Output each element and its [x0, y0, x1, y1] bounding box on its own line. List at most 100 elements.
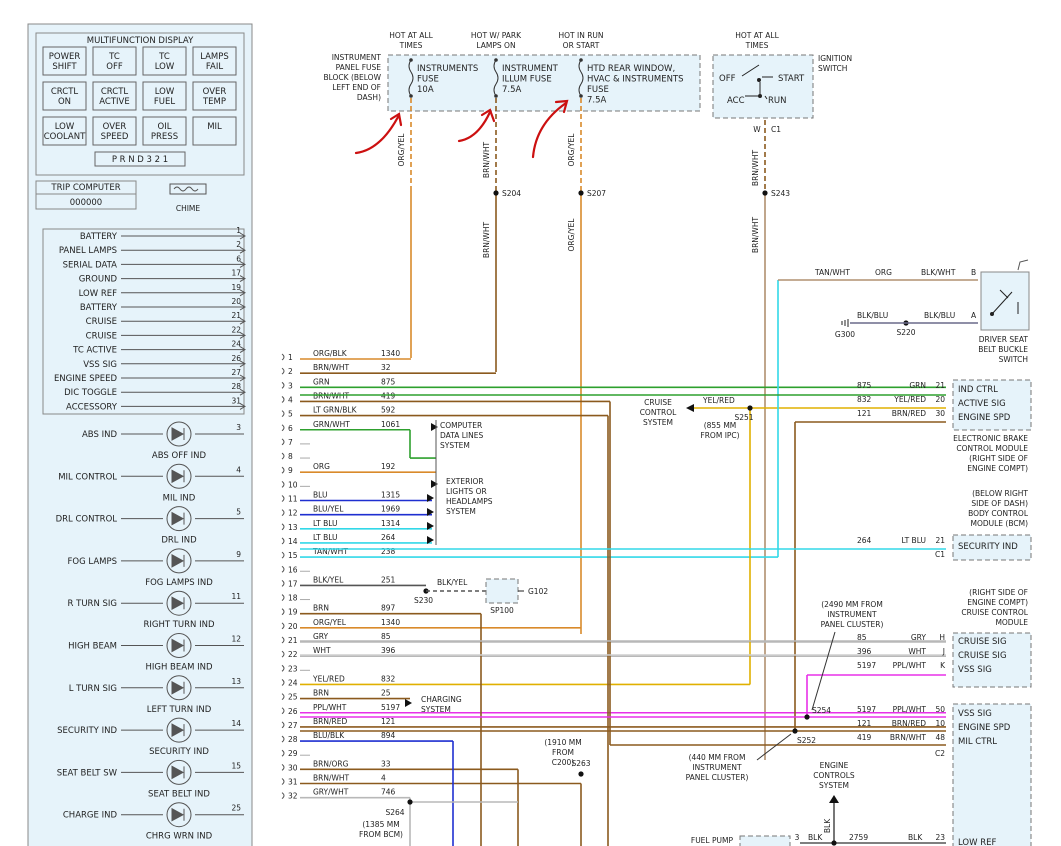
ccm-pin: J [942, 647, 945, 656]
indicator-label: ABS IND [82, 430, 117, 440]
ignition-pin: W [753, 125, 761, 134]
input-label: TC ACTIVE [72, 346, 117, 356]
input-arrow [239, 360, 246, 368]
row-color: BRN/RED [313, 717, 347, 726]
pcm-color: PPL/WHT [893, 705, 927, 714]
splice-label: S204 [502, 189, 521, 198]
connector-chevron [281, 353, 285, 361]
row-color: LT GRN/BLK [313, 406, 358, 415]
mfd-cell-text: SPEED [101, 132, 129, 142]
led-diode [171, 469, 185, 484]
system-arrow [427, 536, 434, 544]
row-pin: 21 [288, 636, 298, 645]
connector-chevron [281, 495, 285, 502]
splice-dot [831, 840, 837, 846]
ignition-label-1: SWITCH [818, 64, 847, 73]
note-s252-1: INSTRUMENT [692, 763, 742, 772]
prnd-box [94, 151, 186, 167]
row-circuit: 4 [381, 774, 386, 783]
fuse-text-2: FUSE [587, 85, 609, 95]
row-color: BRN [313, 604, 329, 613]
mfd-cell-text: FUEL [154, 97, 175, 107]
ccm-desc-2: CRUISE CONTROL [961, 608, 1028, 617]
ccm-label: CRUISE SIG [958, 651, 1007, 661]
row-color: ORG [313, 462, 330, 471]
row-color: BRN/WHT [313, 774, 350, 783]
note-s254-1: INSTRUMENT [827, 610, 877, 619]
ignition-pos-off: OFF [719, 74, 736, 84]
mfd-cell-box [142, 81, 187, 111]
row-color: GRY/WHT [313, 788, 349, 797]
fuse-block-label-line-0: INSTRUMENT [332, 53, 382, 62]
connector-chevron [281, 396, 285, 403]
connector-chevron [281, 664, 285, 672]
indicator-pin: 13 [231, 677, 241, 686]
ccm-circuit: 85 [857, 633, 867, 642]
ebcm-pin: 20 [935, 395, 945, 404]
ignition-contacts [741, 64, 773, 100]
mfd-cell-text: PRESS [151, 132, 178, 142]
fuse-block-label-line-4: DASH) [357, 93, 381, 102]
mfd-cell-box [42, 81, 87, 111]
indicator-led-label: MIL IND [163, 493, 196, 503]
ground-wire-label: BLK/YEL [437, 578, 468, 587]
row-pin: 2 [288, 367, 293, 376]
input-pin: 31 [231, 396, 241, 405]
note-data-lines-0: COMPUTER [440, 421, 482, 430]
row-pin: 27 [288, 721, 298, 730]
engine-ctrl-1: CONTROLS [813, 771, 855, 780]
mfd-cell-box [92, 81, 137, 111]
led-diode [171, 723, 185, 737]
wire-color-label: BRN/WHT [751, 150, 760, 187]
fuse-text-0: INSTRUMENT [502, 64, 559, 74]
input-pin: 21 [231, 311, 241, 320]
connector-chevron [281, 749, 285, 757]
led-diode [171, 554, 185, 568]
bcm-desc-3: MODULE (BCM) [970, 519, 1028, 528]
fuse-text-2: 10A [417, 85, 434, 95]
row-circuit: 1315 [381, 491, 400, 500]
led-diode [171, 638, 185, 653]
red-annotation-arrows [354, 99, 569, 159]
pcm-box [952, 703, 1032, 846]
row-color: BLU [313, 491, 327, 500]
row-circuit: 592 [381, 406, 396, 415]
indicator-pin: 9 [236, 550, 241, 559]
input-label: LOW REF [79, 289, 118, 299]
row-pin: 7 [288, 438, 293, 447]
ignition-pos-acc: ACC [727, 96, 745, 106]
input-label: PANEL LAMPS [59, 246, 117, 256]
input-label: CRUISE [86, 331, 117, 341]
seatbelt-color: BLK/BLU [924, 311, 955, 320]
input-pin: 19 [231, 283, 241, 292]
row-circuit: 1340 [381, 349, 400, 358]
ignition-hot-0: HOT AT ALL [735, 31, 779, 40]
indicator-pin: 5 [236, 508, 241, 517]
led-icon [166, 802, 192, 828]
mfd-cell-text: LOW [55, 122, 75, 132]
row-circuit: 121 [381, 717, 396, 726]
splice-label: S243 [771, 189, 790, 198]
row-pin: 26 [288, 707, 298, 716]
row-pin: 10 [288, 480, 298, 489]
row-pin: 29 [288, 749, 298, 758]
row-color: TAN/WHT [312, 547, 348, 556]
input-label: GROUND [79, 275, 118, 285]
note-lights-2: HEADLAMPS [446, 497, 493, 506]
seatbelt-tick [1017, 259, 1029, 271]
note-s263-0: (1910 MM [544, 738, 581, 747]
bcm-desc-0: (BELOW RIGHT [972, 489, 1028, 498]
led-icon [166, 421, 192, 447]
indicator-led-label: RIGHT TURN IND [143, 620, 215, 630]
ccm-label: VSS SIG [958, 665, 992, 675]
splice-dot [762, 190, 768, 196]
indicator-label: CHARGE IND [63, 811, 118, 821]
input-label: BATTERY [80, 232, 118, 242]
hot-label-2-1: OR START [563, 41, 600, 50]
row-pin: 19 [288, 608, 298, 617]
fuse-symbol [578, 59, 584, 97]
seatbelt-color: BLK/BLU [857, 311, 888, 320]
